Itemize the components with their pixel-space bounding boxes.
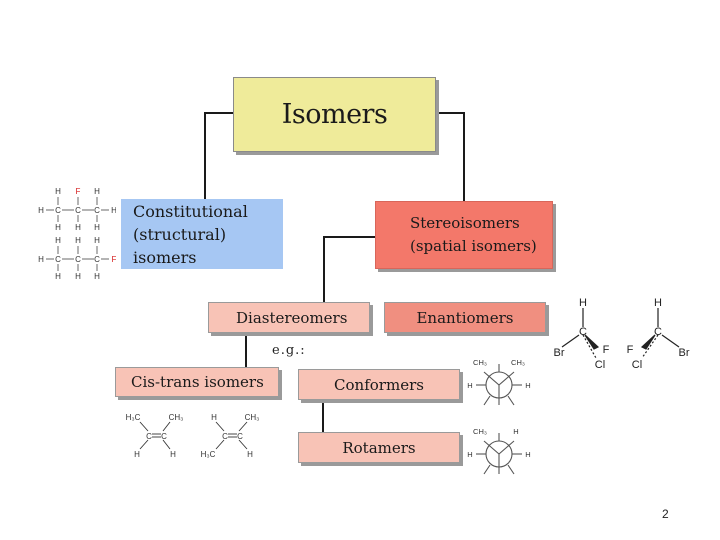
prop2-c2: C	[75, 255, 81, 264]
newman1-l: H	[467, 381, 472, 390]
constitutional-line2: (structural) isomers	[133, 224, 227, 267]
prop2-lower-h3: H	[94, 272, 100, 280]
alkene1-tr: CH₃	[169, 413, 184, 422]
diastereomers-box: Diastereomers	[208, 302, 370, 333]
page-number: 2	[662, 507, 669, 521]
prop2-main-f: F	[112, 255, 116, 264]
alkene1-br: H	[170, 450, 176, 459]
prop1-upper-h1: H	[55, 187, 61, 196]
newman2-r: H	[525, 450, 530, 459]
conformers-label: Conformers	[334, 375, 424, 394]
enantiomers-label: Enantiomers	[416, 308, 514, 327]
conformers-box: Conformers	[298, 369, 460, 400]
newman2-l: H	[467, 450, 472, 459]
isomers-title: Isomers	[281, 99, 388, 130]
diastereomers-label: Diastereomers	[236, 308, 348, 327]
stereoisomers-box: Stereoisomers (spatial isomers)	[375, 201, 553, 269]
newman2-tl: CH₃	[473, 427, 487, 436]
rotamers-box: Rotamers	[298, 432, 460, 463]
prop1-c2: C	[75, 206, 81, 215]
constitutional-isomers-box: Constitutional (structural) isomers	[121, 199, 283, 269]
prop2-main-h-left: H	[38, 255, 44, 264]
cis-trans-isomers-box: Cis-trans isomers	[115, 367, 279, 397]
alkene2-c1: C	[222, 432, 228, 441]
stereoisomers-line2: (spatial isomers)	[410, 237, 537, 255]
prop2-c1: C	[55, 255, 61, 264]
example-note: e.g.:	[272, 343, 306, 358]
isomers-root-box: Isomers	[233, 77, 436, 152]
alkene2-tr: CH₃	[245, 413, 260, 422]
rotamers-label: Rotamers	[342, 438, 416, 457]
newman1-r: H	[525, 381, 530, 390]
enant-right-c: C	[654, 326, 662, 338]
enant-left-cl: Cl	[595, 359, 605, 371]
enant-left-br: Br	[554, 347, 565, 359]
alkene1-tl: H₃C	[126, 413, 141, 422]
enant-right-br: Br	[679, 347, 690, 359]
prop2-lower-h1: H	[55, 272, 61, 280]
enantiomers-box: Enantiomers	[384, 302, 546, 333]
enant-left-c: C	[579, 326, 587, 338]
prop2-c3: C	[94, 255, 100, 264]
enant-left-f: F	[603, 344, 610, 356]
prop2-upper-h2: H	[75, 236, 81, 245]
prop1-main-h-right: H	[111, 206, 116, 215]
prop2-upper-h3: H	[94, 236, 100, 245]
prop2-lower-h2: H	[75, 272, 81, 280]
stereoisomers-line1: Stereoisomers	[410, 214, 520, 232]
enantiomer-structures: H C Br F Cl H C F Br Cl	[554, 297, 690, 371]
prop1-lower-h1: H	[55, 223, 61, 232]
prop1-upper-h3: H	[94, 187, 100, 196]
newman2-tr: H	[513, 427, 518, 436]
prop1-c1: C	[55, 206, 61, 215]
cis-trans-structures: H₃C CH₃ C C H H H CH₃ C C H₃C H	[126, 413, 260, 459]
alkene1-c1: C	[146, 432, 152, 441]
alkene1-bl: H	[134, 450, 140, 459]
prop2-upper-h1: H	[55, 236, 61, 245]
prop1-c3: C	[94, 206, 100, 215]
enant-left-h: H	[579, 297, 587, 309]
constitutional-line1: Constitutional	[133, 201, 248, 221]
alkene2-c2: C	[237, 432, 243, 441]
newman1-tl: CH₃	[473, 358, 487, 367]
enant-right-cl: Cl	[632, 359, 642, 371]
cis-trans-label: Cis-trans isomers	[131, 373, 264, 391]
prop1-lower-h3: H	[94, 223, 100, 232]
newman1-tr: CH₃	[511, 358, 525, 367]
prop1-main-h-left: H	[38, 206, 44, 215]
alkene1-c2: C	[161, 432, 167, 441]
alkene2-br: H	[247, 450, 253, 459]
fluoropropane-structures: H F H H C C C H H H H H H H H C C C F H …	[38, 187, 116, 280]
alkene2-tl: H	[211, 413, 217, 422]
prop1-lower-h2: H	[75, 223, 81, 232]
newman-projections: CH₃ CH₃ H H CH₃ H H H	[467, 358, 531, 475]
alkene2-bl: H₃C	[201, 450, 216, 459]
prop1-upper-f: F	[76, 187, 81, 196]
enant-right-f: F	[627, 344, 634, 356]
enant-right-h: H	[654, 297, 662, 309]
